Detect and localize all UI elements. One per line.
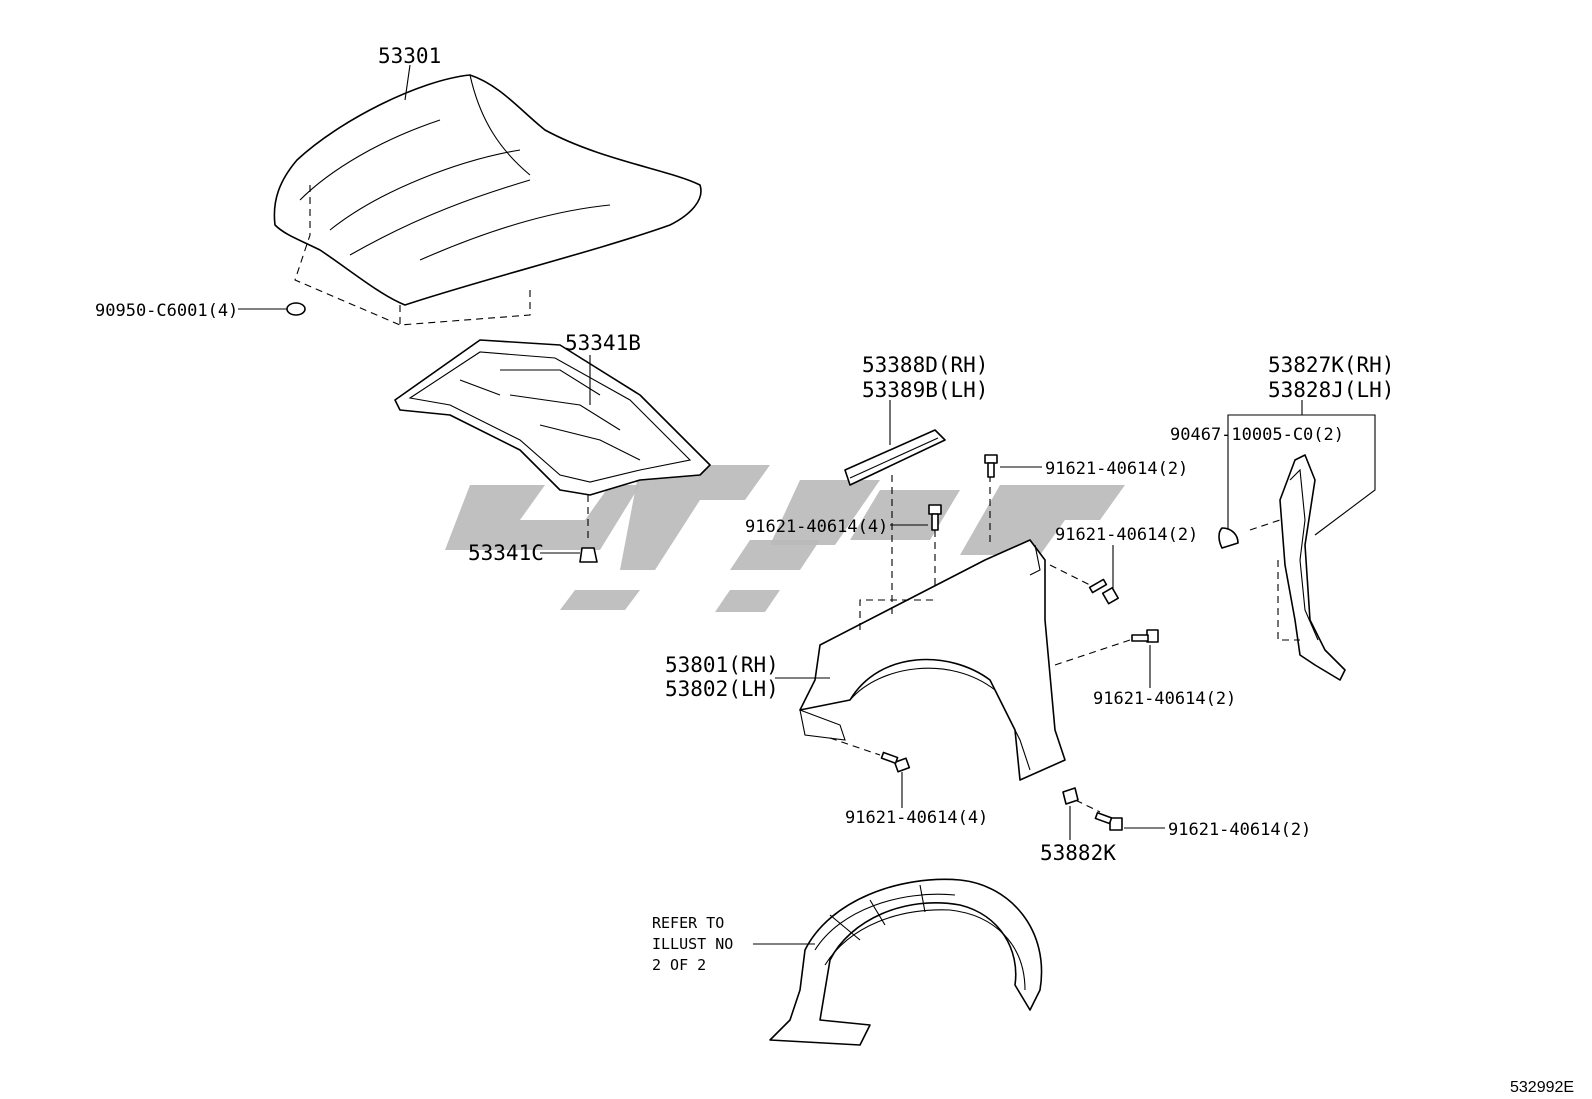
fender-liner-part (769, 878, 1043, 1046)
label-bracket-rh: 53827K(RH) (1268, 353, 1394, 377)
fender-seal-part (844, 429, 946, 486)
label-refer-line2: ILLUST NO (652, 935, 733, 953)
fender-part (799, 539, 1066, 781)
hood-part (273, 74, 702, 306)
label-insulator: 53341B (565, 331, 641, 355)
label-seal-rh: 53388D(RH) (862, 353, 988, 377)
diagram-code: 532992E (1510, 1079, 1574, 1096)
label-bolt-top-right: 91621-40614(2) (1045, 459, 1188, 479)
watermark-logo (445, 465, 1125, 612)
bolt-mid-right (1131, 629, 1159, 643)
label-retainer: 53882K (1040, 841, 1116, 865)
bolt-lower-left (880, 751, 911, 773)
hood-cushion-part (286, 302, 306, 316)
label-insulator-clip: 53341C (468, 541, 544, 565)
hood-insulator-part (394, 339, 711, 496)
label-bolt-lower-right: 91621-40614(2) (1168, 820, 1311, 840)
bolt-lower-right (1094, 811, 1123, 831)
label-hood: 53301 (378, 44, 441, 68)
label-bolt-upper-left: 91621-40614(4) (745, 517, 888, 537)
label-bolt-upper-right: 91621-40614(2) (1055, 525, 1198, 545)
label-bolt-mid-right: 91621-40614(2) (1093, 689, 1236, 709)
label-hood-cushion: 90950-C6001(4) (95, 301, 238, 321)
retainer-part (1062, 787, 1079, 805)
label-bracket-clip: 90467-10005-C0(2) (1170, 425, 1344, 445)
bolt-upper-left (928, 504, 942, 531)
label-fender-rh: 53801(RH) (665, 653, 779, 677)
bolt-top-right (984, 454, 998, 478)
bracket-clip-part (1218, 527, 1239, 549)
label-bracket-lh: 53828J(LH) (1268, 378, 1394, 402)
label-refer-line1: REFER TO (652, 914, 724, 932)
bolt-upper-right (1088, 578, 1119, 605)
label-bolt-lower-left: 91621-40614(4) (845, 808, 988, 828)
insulator-clip-part (579, 547, 598, 563)
label-seal-lh: 53389B(LH) (862, 378, 988, 402)
label-fender-lh: 53802(LH) (665, 677, 779, 701)
label-refer-line3: 2 OF 2 (652, 956, 706, 974)
fender-bracket-part (1279, 454, 1346, 681)
